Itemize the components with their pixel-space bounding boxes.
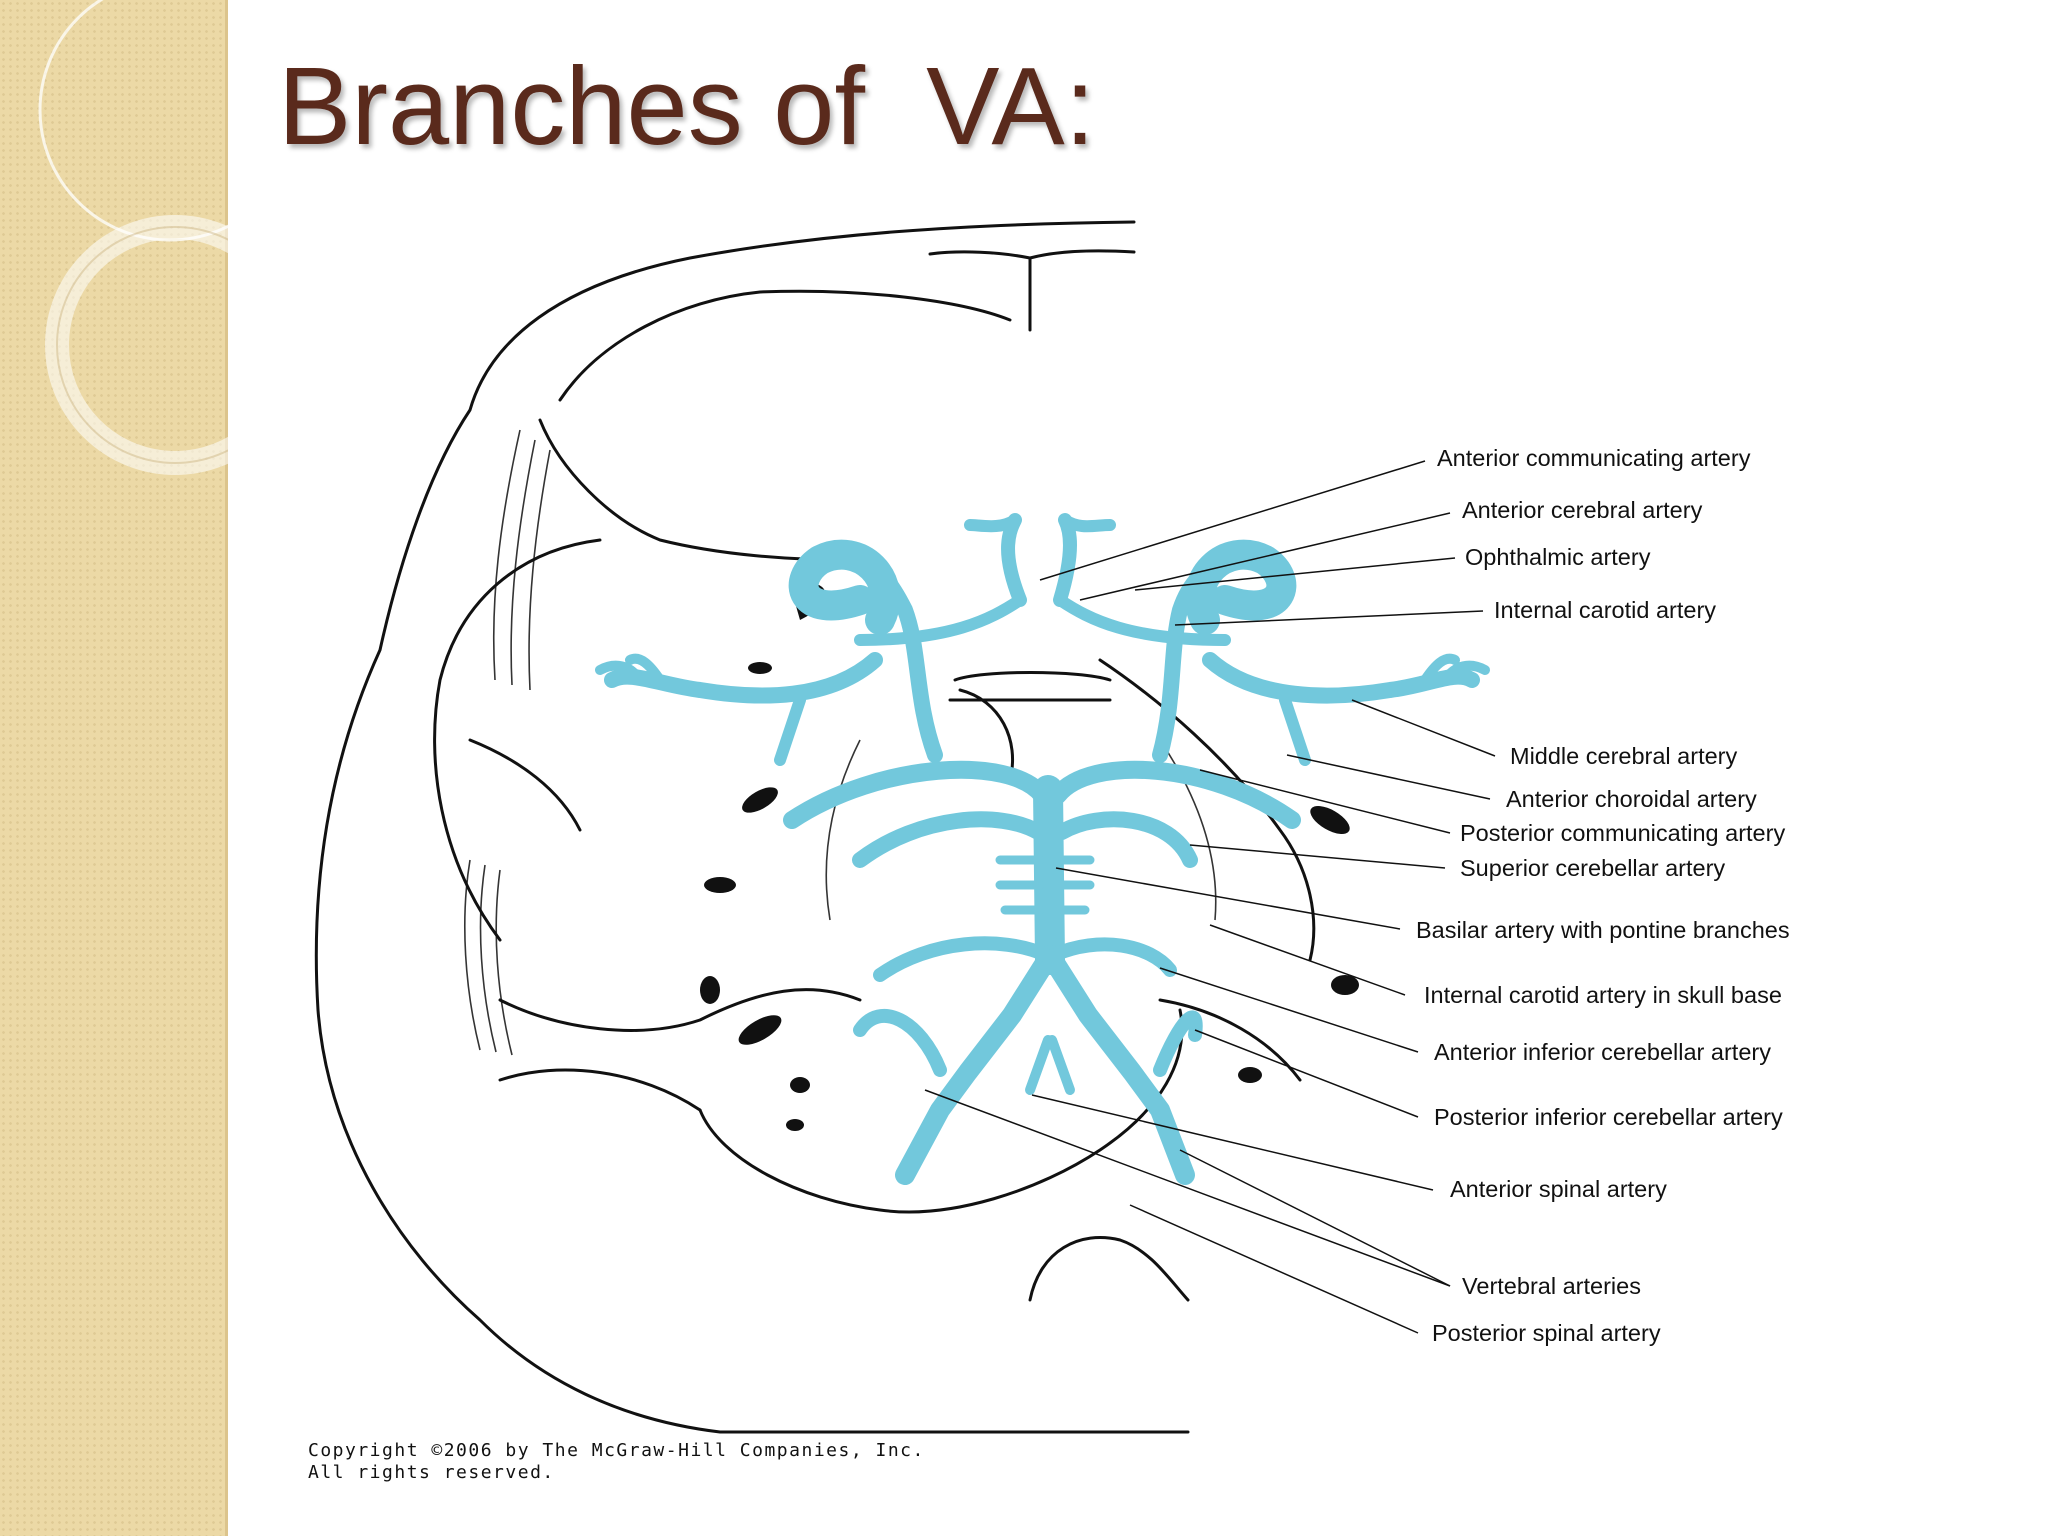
label-middle-cerebral-artery: Middle cerebral artery	[1510, 743, 1738, 769]
label-ophthalmic-artery: Ophthalmic artery	[1465, 544, 1651, 570]
decorative-sidebar	[0, 0, 228, 1536]
label-posterior-inferior-cerebellar-artery: Posterior inferior cerebellar artery	[1434, 1104, 1783, 1130]
skull-base-hatching	[463, 429, 1217, 1056]
label-anterior-choroidal-artery: Anterior choroidal artery	[1506, 786, 1757, 812]
label-anterior-cerebral-artery: Anterior cerebral artery	[1462, 497, 1703, 523]
label-anterior-spinal-artery: Anterior spinal artery	[1450, 1176, 1667, 1202]
label-anterior-communicating-artery: Anterior communicating artery	[1437, 445, 1751, 471]
label-vertebral-arteries: Vertebral arteries	[1462, 1273, 1641, 1299]
label-posterior-spinal-artery: Posterior spinal artery	[1432, 1320, 1661, 1346]
artery-labels: Anterior communicating artery Anterior c…	[1416, 445, 1790, 1346]
label-internal-carotid-artery: Internal carotid artery	[1494, 597, 1716, 623]
slide-title: Branches of VA:	[278, 45, 1096, 168]
label-anterior-inferior-cerebellar-artery: Anterior inferior cerebellar artery	[1434, 1039, 1771, 1065]
label-superior-cerebellar-artery: Superior cerebellar artery	[1460, 855, 1725, 881]
copyright-line-1: Copyright ©2006 by The McGraw-Hill Compa…	[308, 1440, 925, 1461]
label-posterior-communicating-artery: Posterior communicating artery	[1460, 820, 1785, 846]
skull-base-outline	[314, 220, 1316, 1434]
copyright-notice: Copyright ©2006 by The McGraw-Hill Compa…	[308, 1440, 925, 1484]
copyright-line-2: All rights reserved.	[308, 1462, 555, 1483]
leader-lines	[924, 460, 1496, 1334]
decorative-rings-icon	[38, 0, 228, 475]
label-basilar-artery: Basilar artery with pontine branches	[1416, 917, 1790, 943]
arteries	[595, 513, 1490, 1185]
label-internal-carotid-skull-base: Internal carotid artery in skull base	[1424, 982, 1782, 1008]
